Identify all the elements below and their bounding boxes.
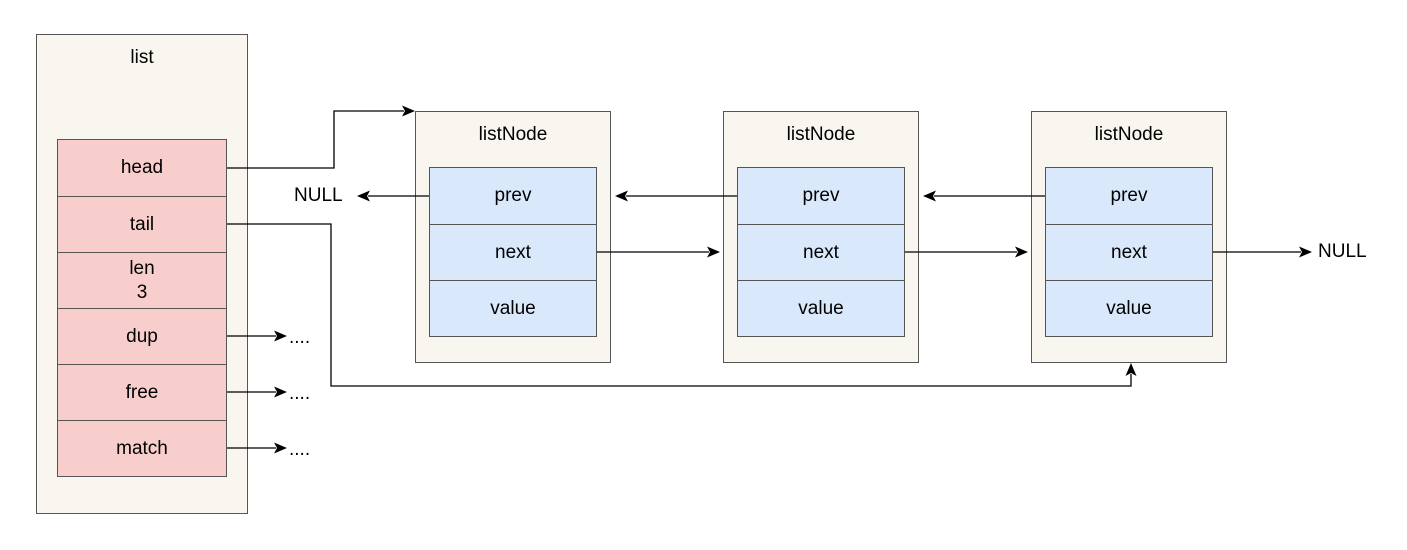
node-2-prev: prev (737, 167, 905, 225)
node-2-value: value (737, 280, 905, 337)
dup-pointer-arrowhead (274, 330, 287, 342)
node-1-prev-arrowhead (357, 190, 370, 202)
match-target-label: .... (289, 439, 311, 460)
list-field-free: free (57, 364, 227, 421)
list-node-1-title: listNode (478, 124, 548, 145)
null-left-label: NULL (294, 185, 343, 206)
list-node-2-title: listNode (786, 124, 856, 145)
node-1-next-arrowhead (707, 246, 720, 258)
null-right-label: NULL (1318, 241, 1367, 262)
node-2-next-arrowhead (1015, 246, 1028, 258)
node-3-next-arrowhead (1299, 246, 1312, 258)
node-2-next: next (737, 224, 905, 281)
list-field-tail: tail (57, 196, 227, 253)
node-1-next: next (429, 224, 597, 281)
node-3-prev: prev (1045, 167, 1213, 225)
tail-pointer-edge (227, 223, 1132, 387)
list-title: list (130, 47, 154, 68)
match-pointer-arrowhead (274, 442, 287, 454)
node-3-prev-arrowhead (923, 190, 936, 202)
list-field-match: match (57, 420, 227, 477)
node-3-next: next (1045, 224, 1213, 281)
node-2-prev-arrowhead (615, 190, 628, 202)
node-1-value: value (429, 280, 597, 337)
dup-target-label: .... (289, 327, 311, 348)
free-pointer-arrowhead (274, 386, 287, 398)
list-field-dup: dup (57, 308, 227, 365)
head-pointer-arrowhead (402, 105, 415, 117)
tail-pointer-arrowhead (1125, 363, 1137, 376)
head-pointer-edge (227, 110, 404, 169)
node-3-value: value (1045, 280, 1213, 337)
list-node-3-title: listNode (1094, 124, 1164, 145)
free-target-label: .... (289, 383, 311, 404)
